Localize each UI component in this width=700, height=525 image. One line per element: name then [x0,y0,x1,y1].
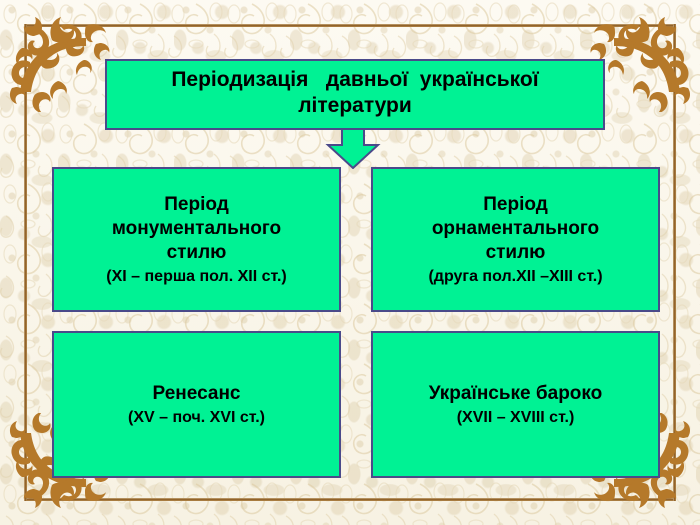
period-name-line-1: Період [164,193,229,215]
period-dates: (XI – перша пол. XII ст.) [106,267,287,285]
frame-rule-right [673,24,676,501]
floral-corner-ornament-icon [9,17,110,112]
period-box-renaissance[interactable]: Ренесанс (XV – поч. XVI ст.) [52,331,341,478]
down-arrow-icon [325,129,381,169]
period-box-monumental[interactable]: Період монументального стилю (XI – перша… [52,167,341,312]
title-box[interactable]: Періодизація давньої української літерат… [105,59,605,130]
period-box-baroque[interactable]: Українське бароко (XVII – XVIII ст.) [371,331,660,478]
period-name-line-1: Українське бароко [428,382,603,404]
period-box-ornamental[interactable]: Період орнаментального стилю (друга пол.… [371,167,660,312]
title-line-1: Періодизація давньої української [171,68,539,91]
period-name-line-1: Ренесанс [152,382,241,404]
title-line-2: літератури [298,94,412,117]
frame-rule-left [24,24,27,501]
period-dates: (XV – поч. XVI ст.) [127,408,265,426]
period-dates: (друга пол.XII –XIII ст.) [428,267,603,285]
frame-rule-bottom [24,498,676,501]
floral-corner-ornament-icon [590,17,691,112]
frame-rule-top [24,24,676,27]
period-name-line-2: монументального [111,217,282,239]
period-name-line-1: Період [483,193,548,215]
period-dates: (XVII – XVIII ст.) [456,408,575,426]
period-name-line-3: стилю [166,241,227,263]
period-name-line-2: орнаментального [431,217,600,239]
period-name-line-3: стилю [485,241,546,263]
